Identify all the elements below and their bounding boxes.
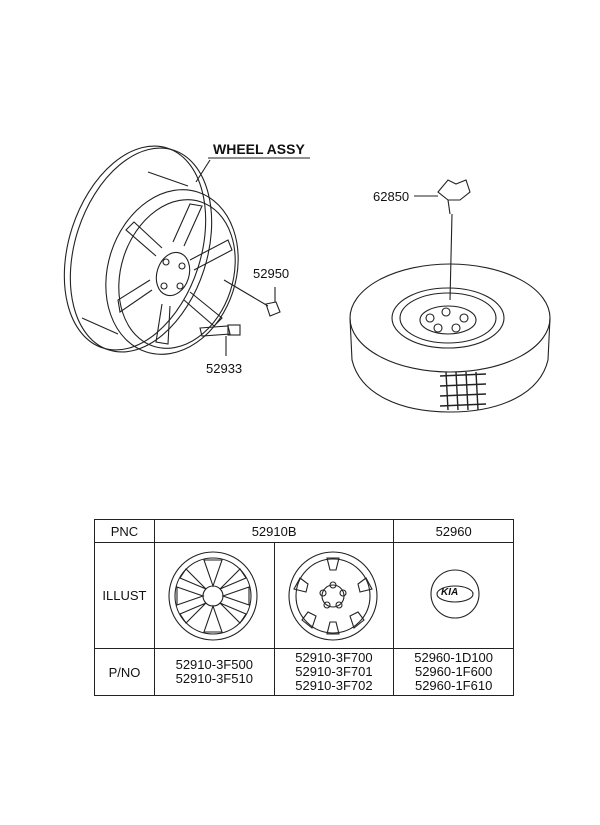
- illust-cell-wheel-1: [153, 542, 275, 649]
- callout-52933: 52933: [206, 361, 243, 376]
- part-number: 52910-3F702: [295, 678, 373, 693]
- pnc-52910b: 52910B: [153, 519, 395, 543]
- alloy-wheel-drawing: [63, 145, 239, 355]
- part-number: 52960-1F610: [414, 678, 493, 693]
- table-row-pno: P/NO 52910-3F500 52910-3F510 52910-3F700…: [94, 648, 514, 696]
- pno-label: P/NO: [94, 648, 155, 696]
- center-cap-drawing: [414, 179, 471, 301]
- table-row-header: PNC 52910B 52960: [94, 519, 514, 543]
- pno-cell-1: 52910-3F500 52910-3F510: [153, 648, 275, 696]
- part-number: 52960-1D100: [414, 650, 494, 665]
- pno-cell-3: 52960-1D100 52960-1F600 52960-1F610: [393, 648, 514, 696]
- diagram-title: WHEEL ASSY: [213, 141, 305, 157]
- callout-62850: 62850: [373, 189, 410, 204]
- pnc-label: PNC: [94, 519, 155, 543]
- illust-cell-cap: [393, 542, 514, 649]
- pnc-52960: 52960: [393, 519, 514, 543]
- illust-cell-wheel-2: [273, 542, 395, 649]
- table-row-illust: ILLUST: [94, 542, 514, 649]
- part-number: 52910-3F701: [295, 664, 373, 679]
- illust-label: ILLUST: [94, 542, 155, 649]
- spare-tire-drawing: [349, 263, 551, 413]
- part-number: 52910-3F510: [175, 671, 253, 686]
- title-leader: [195, 159, 211, 183]
- part-number: 52960-1F600: [414, 664, 493, 679]
- lug-nut-drawing: [223, 279, 281, 317]
- valve-stem-drawing: [199, 324, 241, 356]
- parts-table: PNC 52910B 52960 ILLUST P/NO 52910-3F500…: [94, 519, 514, 696]
- part-number: 52910-3F700: [295, 650, 373, 665]
- part-number: 52910-3F500: [175, 657, 253, 672]
- pno-cell-2: 52910-3F700 52910-3F701 52910-3F702: [273, 648, 395, 696]
- callout-52950: 52950: [253, 266, 290, 281]
